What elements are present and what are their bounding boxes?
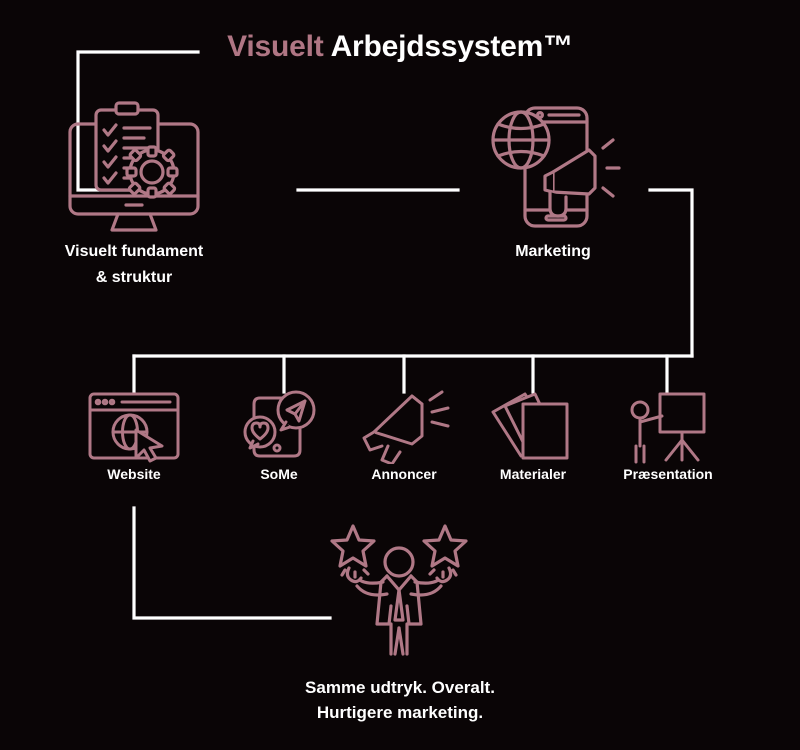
title-plain-word: Arbejdssystem™ bbox=[330, 30, 574, 63]
person-holding-stars-icon bbox=[330, 524, 468, 656]
node-label: Præsentation bbox=[623, 466, 713, 482]
node-label: SoMe bbox=[260, 466, 298, 482]
node-label: Annoncer bbox=[371, 466, 437, 482]
node-some[interactable]: SoMe bbox=[229, 388, 329, 483]
caption-line-1: Samme udtryk. Overalt. bbox=[305, 678, 495, 697]
globe-phone-megaphone-icon bbox=[491, 106, 621, 228]
megaphone-icon bbox=[362, 390, 450, 464]
node-materialer[interactable]: Materialer bbox=[478, 388, 588, 483]
person-flipchart-icon bbox=[630, 392, 706, 464]
wire-marketing-to-bus bbox=[648, 188, 694, 358]
outcome-caption: Samme udtryk. Overalt. Hurtigere marketi… bbox=[0, 676, 800, 725]
phone-chat-heart-send-icon bbox=[243, 390, 316, 458]
monitor-checklist-gear-icon bbox=[68, 101, 200, 232]
node-marketing[interactable]: Marketing bbox=[463, 100, 643, 262]
node-visuelt-fundament[interactable]: Visuelt fundament & struktur bbox=[44, 100, 224, 287]
node-label: Materialer bbox=[499, 466, 567, 482]
node-praesentation[interactable]: Præsentation bbox=[597, 388, 739, 483]
title-accent-word: Visuelt bbox=[227, 30, 324, 63]
node-website[interactable]: Website bbox=[84, 388, 184, 483]
node-label-line2: & struktur bbox=[95, 268, 173, 286]
page-title: Visuelt Arbejdssystem™ bbox=[0, 30, 800, 64]
stacked-papers-icon bbox=[491, 392, 569, 460]
browser-globe-cursor-icon bbox=[88, 392, 180, 463]
node-label-line1: Visuelt fundament bbox=[64, 243, 204, 260]
node-label-line1: Marketing bbox=[515, 243, 591, 260]
caption-line-2: Hurtigere marketing. bbox=[316, 702, 484, 722]
node-annoncer[interactable]: Annoncer bbox=[349, 388, 459, 483]
node-label: Website bbox=[107, 466, 161, 482]
node-outcome[interactable] bbox=[300, 520, 500, 666]
